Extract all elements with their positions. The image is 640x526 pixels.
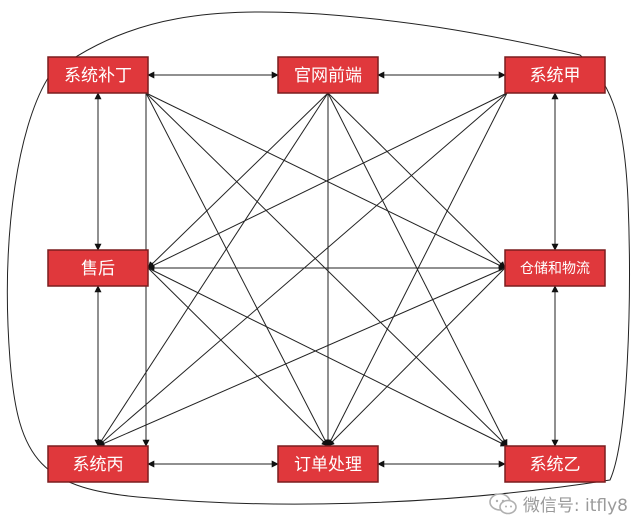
edge-logistics-order — [327, 267, 506, 447]
node-portal: 官网前端 — [277, 56, 379, 94]
edge-portal-after — [147, 92, 329, 269]
edge-logistics-sysC — [97, 267, 506, 447]
outer-loop-connector — [6, 11, 630, 505]
edge-patch-logistics — [145, 92, 506, 269]
node-label-logistics: 仓储和物流 — [520, 261, 590, 277]
watermark: 微信号: itfly8 — [489, 491, 628, 516]
node-sysB: 系统乙 — [504, 445, 606, 483]
edge-after-order — [147, 267, 329, 447]
node-sysC: 系统丙 — [47, 445, 149, 483]
node-logistics: 仓储和物流 — [504, 249, 606, 287]
edge-patch-order — [145, 92, 329, 447]
node-box-after — [47, 249, 149, 287]
wechat-icon — [489, 492, 517, 514]
node-box-patch — [47, 56, 149, 94]
node-box-sysA — [504, 56, 606, 94]
node-sysA: 系统甲 — [504, 56, 606, 94]
node-order: 订单处理 — [277, 445, 379, 483]
node-box-sysB — [504, 445, 606, 483]
edge-patch-sysB — [145, 92, 508, 447]
edge-sysA-order — [327, 92, 508, 447]
edge-after-sysB — [147, 267, 508, 447]
edges-group — [94, 71, 559, 468]
node-label-order: 订单处理 — [294, 455, 362, 475]
node-after: 售后 — [47, 249, 149, 287]
node-box-order — [277, 445, 379, 483]
edge-sysA-sysC — [97, 92, 508, 447]
node-label-sysA: 系统甲 — [530, 66, 581, 86]
node-label-patch: 系统补丁 — [64, 66, 132, 86]
node-label-sysB: 系统乙 — [530, 455, 581, 475]
node-box-sysC — [47, 445, 149, 483]
node-label-after: 售后 — [81, 259, 115, 279]
edge-portal-logistics — [327, 92, 506, 269]
edge-sysA-after — [147, 92, 508, 269]
node-box-logistics — [504, 249, 606, 287]
node-label-portal: 官网前端 — [294, 66, 362, 86]
edge-portal-sysC — [97, 92, 329, 447]
node-patch: 系统补丁 — [47, 56, 149, 94]
watermark-text: 微信号: itfly8 — [522, 496, 628, 516]
node-label-sysC: 系统丙 — [73, 455, 124, 475]
node-box-portal — [277, 56, 379, 94]
